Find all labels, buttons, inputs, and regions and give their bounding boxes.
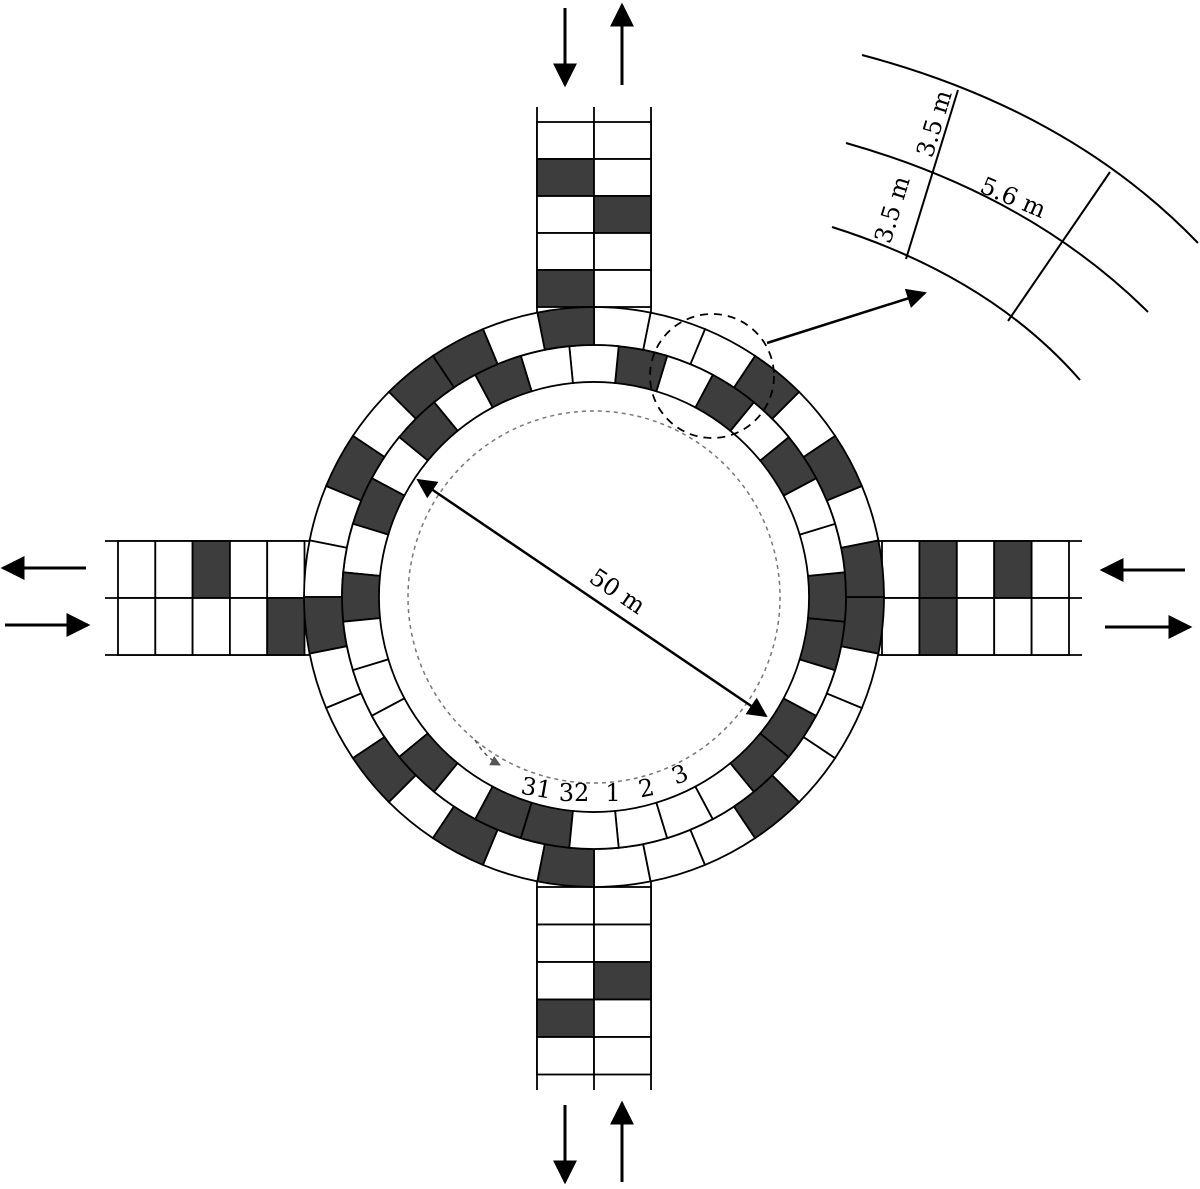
diameter-label: 50 m bbox=[584, 563, 650, 620]
south-approach-road bbox=[536, 880, 652, 1090]
north-approach-road bbox=[536, 107, 652, 312]
circulation-path bbox=[407, 410, 781, 784]
approach-cell bbox=[1030, 540, 1070, 599]
approach-cell bbox=[536, 923, 595, 963]
approach-cell bbox=[993, 597, 1033, 656]
ring-inner-cell bbox=[807, 571, 847, 623]
west-approach-road bbox=[105, 540, 310, 656]
approach-cell bbox=[881, 597, 921, 656]
approach-cell bbox=[536, 1036, 595, 1076]
approach-cell bbox=[593, 232, 652, 271]
approach-cell bbox=[536, 886, 595, 926]
circulation-arrow-icon bbox=[474, 739, 501, 766]
inset-cell-divider bbox=[1007, 171, 1111, 322]
approach-cell bbox=[154, 540, 194, 599]
ring-outer-cell bbox=[536, 306, 595, 351]
ring-inner-cell bbox=[342, 522, 390, 577]
approach-cell bbox=[154, 597, 194, 656]
cell-number-label: 32 bbox=[559, 779, 590, 807]
approach-cell bbox=[536, 158, 595, 197]
ring-inner-cell bbox=[568, 344, 620, 384]
ring-inner-cell bbox=[341, 571, 381, 623]
approach-cell bbox=[955, 540, 996, 599]
ring-inner-cell bbox=[568, 810, 620, 850]
approach-cell bbox=[536, 232, 595, 271]
cell-number-label: 1 bbox=[605, 779, 620, 807]
approach-cell bbox=[593, 923, 652, 963]
ring-outer-cell bbox=[593, 843, 652, 888]
ring-outer-cell bbox=[303, 596, 348, 655]
inset-lane-width-inner-label: 3.5 m bbox=[869, 173, 916, 247]
zoom-inset: 3.5 m 3.5 m 5.6 m bbox=[831, 54, 1199, 381]
zoom-callout-arrow bbox=[766, 288, 927, 345]
approach-cell bbox=[593, 158, 652, 197]
approach-cell bbox=[593, 195, 652, 234]
approach-cell bbox=[593, 1036, 652, 1076]
inset-lane-width-outer-label: 3.5 m bbox=[911, 87, 958, 161]
approach-cell bbox=[918, 597, 958, 656]
east-approach-road bbox=[878, 540, 1082, 656]
approach-cell bbox=[266, 540, 306, 599]
approach-cell bbox=[536, 269, 595, 308]
approach-cell bbox=[993, 540, 1033, 599]
approach-cell bbox=[593, 998, 652, 1038]
approach-cell bbox=[191, 597, 231, 656]
ring-inner-cell bbox=[519, 801, 574, 849]
ring-outer-cell bbox=[840, 539, 885, 598]
ring-outer-cell bbox=[303, 539, 348, 598]
inset-middle-edge bbox=[845, 142, 1149, 313]
approach-cell bbox=[228, 540, 269, 599]
ring-outer-cell bbox=[840, 596, 885, 655]
ring-outer-cell bbox=[536, 843, 595, 888]
ring-outer-cell bbox=[593, 306, 652, 351]
approach-cell bbox=[536, 195, 595, 234]
approach-cell bbox=[266, 597, 306, 656]
approach-cell bbox=[536, 121, 595, 160]
diameter-arrow bbox=[416, 478, 768, 718]
inset-cell-length-label: 5.6 m bbox=[976, 171, 1050, 224]
cell-number-label: 3 bbox=[668, 759, 693, 791]
inset-outer-edge bbox=[861, 54, 1199, 244]
approach-cell bbox=[191, 540, 231, 599]
approach-cell bbox=[536, 998, 595, 1038]
approach-cell bbox=[117, 597, 157, 656]
approach-cell bbox=[918, 540, 958, 599]
approach-cell bbox=[228, 597, 269, 656]
approach-cell bbox=[593, 121, 652, 160]
approach-cell bbox=[117, 540, 157, 599]
roundabout-ring bbox=[303, 306, 885, 888]
ring-inner-cell bbox=[798, 617, 846, 672]
approach-cell bbox=[536, 961, 595, 1001]
approach-cell bbox=[593, 269, 652, 308]
approach-cell bbox=[1030, 597, 1070, 656]
approach-cell bbox=[593, 961, 652, 1001]
approach-cell bbox=[955, 597, 996, 656]
ring-inner-cell bbox=[614, 345, 669, 393]
inset-cell-divider bbox=[905, 89, 959, 260]
approach-cell bbox=[593, 886, 652, 926]
cell-number-label: 2 bbox=[636, 773, 657, 804]
inset-inner-edge bbox=[831, 226, 1081, 381]
zoom-callout-circle bbox=[649, 313, 775, 439]
cell-number-label: 31 bbox=[519, 772, 554, 805]
approach-cell bbox=[881, 540, 921, 599]
